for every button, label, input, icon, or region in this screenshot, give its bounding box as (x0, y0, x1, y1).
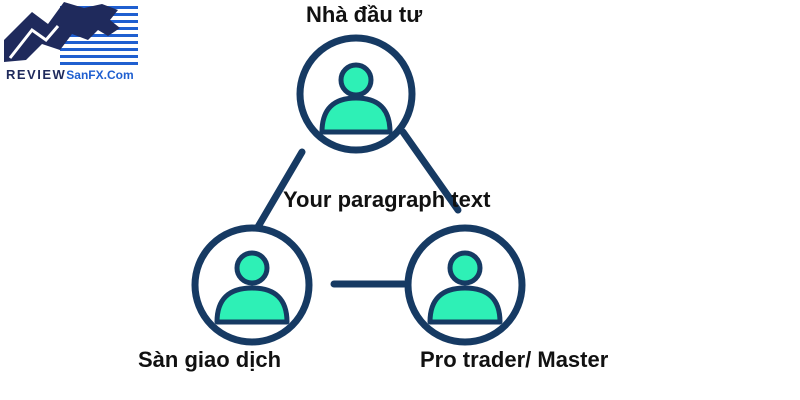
node-investor (296, 34, 416, 154)
person-icon (427, 250, 503, 325)
bull-logo-icon (4, 2, 138, 65)
logo-text: REVIEWSanFX.Com (6, 68, 134, 81)
node-label-pro-trader: Pro trader/ Master (420, 347, 609, 372)
person-icon (319, 62, 393, 135)
edge-top-left (251, 148, 306, 236)
logo-brand-text: SanFX.Com (66, 68, 134, 82)
node-label-investor: Nhà đầu tư (306, 2, 423, 27)
person-icon (214, 250, 290, 325)
center-paragraph-text: Your paragraph text (283, 187, 491, 212)
node-label-exchange: Sàn giao dịch (138, 347, 282, 372)
edge-top-right (399, 128, 462, 214)
node-exchange (191, 224, 313, 346)
logo: REVIEWSanFX.Com (2, 0, 140, 86)
logo-review-text: REVIEW (6, 67, 67, 82)
node-pro-trader (404, 224, 526, 346)
